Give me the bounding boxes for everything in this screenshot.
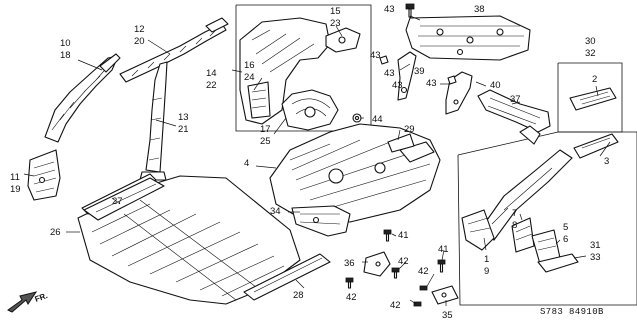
bolt-42-right xyxy=(391,267,400,279)
brace-39-part xyxy=(379,51,417,101)
callout-6: 6 xyxy=(563,234,568,245)
callout-35: 35 xyxy=(442,310,453,320)
callout-3: 3 xyxy=(604,156,609,167)
bracket-36-part xyxy=(363,251,391,277)
callout-41-floor: 41 xyxy=(398,230,409,241)
bolt-41-floor xyxy=(383,229,392,242)
callout-5: 5 xyxy=(563,222,568,233)
callout-40: 40 xyxy=(490,80,501,91)
bolt-43-top xyxy=(405,3,415,18)
callout-7: 7 xyxy=(512,208,517,219)
nut-44 xyxy=(352,113,362,123)
part-2 xyxy=(569,87,617,111)
callout-44: 44 xyxy=(372,114,383,125)
front-pillar-part xyxy=(44,53,121,143)
part-31-33 xyxy=(537,253,579,273)
callout-43-c: 43 xyxy=(384,68,395,79)
callout-11: 11 xyxy=(10,172,20,183)
callout-41-bottom: 41 xyxy=(438,244,449,255)
bolt-41-bottom xyxy=(437,259,446,273)
callout-34: 34 xyxy=(270,206,281,217)
callout-23: 23 xyxy=(330,18,341,29)
callout-32: 32 xyxy=(585,48,596,59)
callout-29: 29 xyxy=(404,124,415,135)
callout-33: 33 xyxy=(590,252,601,263)
callout-42-b: 42 xyxy=(346,292,357,303)
wheel-house-part xyxy=(281,89,339,131)
part-7-8 xyxy=(511,217,535,253)
callout-16: 16 xyxy=(244,60,255,71)
callout-10: 10 xyxy=(60,38,71,49)
quarter-panel-part xyxy=(239,17,331,125)
callout-14: 14 xyxy=(206,68,217,79)
callout-21: 21 xyxy=(178,124,189,135)
group-box-cross-members xyxy=(557,62,623,133)
center-pillar-part xyxy=(139,61,168,181)
callout-18: 18 xyxy=(60,50,71,61)
callout-19: 19 xyxy=(10,184,21,195)
callout-28: 28 xyxy=(293,290,304,301)
callout-43-e: 43 xyxy=(426,78,437,89)
diagram-code: S783 84910B xyxy=(540,307,604,317)
bolt-42-left xyxy=(345,277,354,289)
callout-24: 24 xyxy=(244,72,255,83)
callout-15: 15 xyxy=(330,6,341,17)
callout-25: 25 xyxy=(260,136,271,147)
roof-rail-part xyxy=(119,17,229,83)
part-3 xyxy=(573,133,619,159)
callout-20: 20 xyxy=(134,36,145,47)
callout-2: 2 xyxy=(592,74,597,85)
crossmember-34-part xyxy=(291,205,351,237)
leader-lines xyxy=(23,5,611,306)
callout-9: 9 xyxy=(484,266,489,277)
callout-31: 31 xyxy=(590,240,601,251)
callout-30: 30 xyxy=(585,36,596,47)
callout-42-a: 42 xyxy=(398,256,409,267)
brace-40-part xyxy=(445,71,473,115)
callout-43-top: 43 xyxy=(384,4,395,15)
rear-shelf-part xyxy=(405,15,531,61)
callout-4: 4 xyxy=(244,158,249,169)
callout-8: 8 xyxy=(512,220,517,231)
callout-labels: 10 18 12 20 13 21 11 19 14 22 16 24 15 2… xyxy=(10,4,609,320)
callout-37: 37 xyxy=(510,94,521,105)
bracket-35-part xyxy=(431,285,459,305)
bolt-42-bottom xyxy=(413,301,422,307)
callout-12: 12 xyxy=(134,24,145,35)
callout-43-d: 43 xyxy=(392,80,403,91)
front-direction-arrow: FR. xyxy=(7,291,49,313)
callout-27: 27 xyxy=(112,196,123,207)
bracket-part xyxy=(325,27,361,53)
lower-pillar-part xyxy=(27,149,61,201)
direction-label: FR. xyxy=(34,291,49,304)
callout-13: 13 xyxy=(178,112,189,123)
sill-27-part xyxy=(83,177,165,221)
callout-42-d: 42 xyxy=(390,300,401,311)
rear-frame-part xyxy=(461,149,573,251)
callout-36: 36 xyxy=(344,258,355,269)
callout-1: 1 xyxy=(484,254,489,265)
callout-38: 38 xyxy=(474,4,485,15)
callout-17: 17 xyxy=(260,124,271,135)
callout-43-b: 43 xyxy=(370,50,381,61)
bolt-42-mid xyxy=(419,285,428,291)
sill-28-part xyxy=(243,253,331,301)
callout-26: 26 xyxy=(50,227,61,238)
crossmember-37-part xyxy=(477,89,551,145)
callout-39: 39 xyxy=(414,66,425,77)
callout-22: 22 xyxy=(206,80,217,91)
callout-42-c: 42 xyxy=(418,266,429,277)
part-29 xyxy=(387,133,415,153)
